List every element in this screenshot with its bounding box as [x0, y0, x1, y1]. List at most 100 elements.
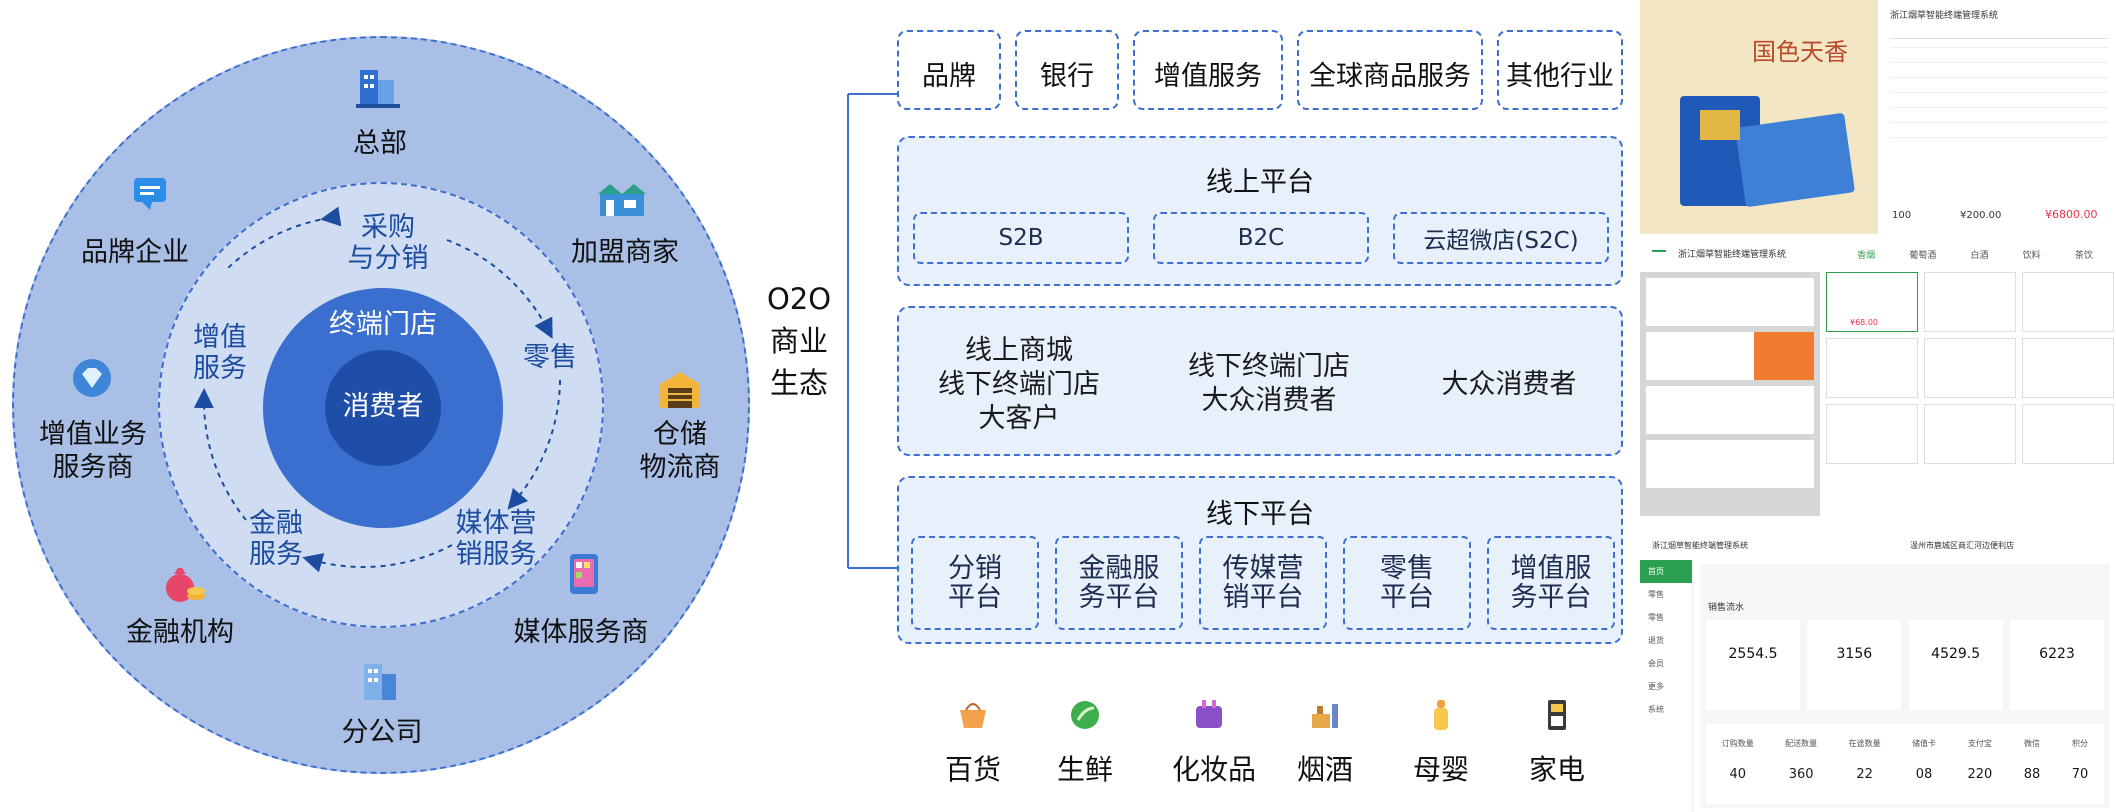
vegetable-icon	[1071, 701, 1099, 729]
brand-calligraphy: 国色天香	[1752, 38, 1848, 66]
shops-icon	[598, 184, 646, 216]
screen-top-title: 浙江烟草智能终端管理系统	[1890, 11, 1999, 21]
node-brand-enterprise: 品牌企业	[81, 237, 189, 268]
tab-baijiu[interactable]: 白酒	[1970, 251, 1989, 261]
product-banner: 国色天香	[1640, 0, 1878, 234]
building-icon	[356, 70, 400, 108]
offline-value: 增值服务平台	[1487, 536, 1615, 630]
total-price: ¥6800.00	[2045, 208, 2098, 221]
top-box-bank: 银行	[1015, 30, 1119, 110]
cycle-value: 增值服务	[193, 322, 247, 384]
product-grid	[1826, 272, 2116, 516]
total-amount: ¥200.00	[1960, 210, 2002, 221]
category-appliance: 家电	[1528, 753, 1585, 786]
category-tabs: 香烟 葡萄酒 白酒 饮料 茶饮	[1840, 248, 2110, 261]
tab-drinks[interactable]: 饮料	[2022, 251, 2041, 261]
top-box-value-service: 增值服务	[1133, 30, 1283, 110]
stat-3: 4529.5	[1931, 646, 1981, 662]
online-s2c: 云超微店(S2C)	[1393, 212, 1609, 264]
warehouse-icon	[660, 372, 700, 408]
top-box-global-goods: 全球商品服务	[1297, 30, 1483, 110]
online-title: 线上平台	[1206, 167, 1314, 198]
channel-col1: 线上商城线下终端门店大客户	[938, 335, 1100, 434]
diamond-badge-icon	[73, 359, 111, 397]
consumer-core	[325, 350, 441, 466]
stat-2: 3156	[1836, 646, 1873, 662]
top-box-brand: 品牌	[897, 30, 1001, 110]
category-cosmetics: 化妆品	[1171, 753, 1256, 786]
node-finance-inst: 金融机构	[126, 617, 234, 648]
channel-col3: 大众消费者	[1441, 369, 1577, 400]
node-media-provider: 媒体服务商	[513, 617, 649, 648]
screen-product-detail: 国色天香 浙江烟草智能终端管理系统 100 ¥200.00 ¥6800.00	[1640, 0, 2116, 234]
screen-bottom-title: 浙江烟草智能终端管理系统	[1652, 541, 1748, 550]
offline-title: 线下平台	[1206, 499, 1314, 530]
offline-media: 传媒营销平台	[1199, 536, 1327, 630]
screen-dashboard: 浙江烟草智能终端管理系统 温州市鹿城区商汇河边便利店 首页 零售 零售 退货 会…	[1640, 530, 2116, 812]
online-s2b: S2B	[913, 212, 1129, 264]
category-fresh: 生鲜	[1056, 753, 1113, 786]
category-baby: 母婴	[1412, 753, 1469, 786]
stat-1: 2554.5	[1728, 646, 1778, 662]
total-qty: 100	[1892, 210, 1912, 221]
arrow-to-procure	[225, 206, 342, 271]
offline-distribution: 分销平台	[911, 536, 1039, 630]
tablet-icon	[570, 554, 598, 594]
arrow-to-retail	[446, 239, 553, 339]
bracket-connector	[847, 93, 898, 569]
side-nav: 首页 零售 零售 退货 会员 更多 系统	[1640, 560, 1693, 812]
section-title: 销售流水	[1708, 603, 1745, 613]
online-platform-panel: 线上平台 S2B B2C 云超微店(S2C)	[897, 136, 1623, 286]
appliance-icon	[1548, 700, 1566, 730]
cycle-retail: 零售	[523, 342, 577, 373]
arrow-to-finance	[302, 544, 453, 573]
cart-list	[1640, 272, 1820, 516]
cosmetics-icon	[1196, 700, 1222, 728]
stat-4: 6223	[2039, 646, 2075, 662]
tab-cigarette[interactable]: 香烟	[1857, 251, 1876, 261]
category-liquor: 烟酒	[1296, 753, 1353, 786]
online-b2c: B2C	[1153, 212, 1369, 264]
liquor-icon	[1312, 704, 1338, 728]
tab-wine[interactable]: 葡萄酒	[1909, 251, 1937, 261]
category-general: 百货	[944, 753, 1001, 786]
consumer-label: 消费者	[342, 391, 424, 422]
cycle-arrows	[193, 206, 561, 573]
node-branch: 分公司	[341, 717, 423, 748]
node-value-provider: 增值业务服务商	[39, 419, 147, 483]
top-box-other: 其他行业	[1497, 30, 1623, 110]
nav-home[interactable]: 首页	[1640, 560, 1692, 583]
cycle-procure: 采购与分销	[347, 212, 429, 274]
office-icon	[364, 664, 396, 700]
nav-retail[interactable]: 零售	[1648, 590, 1664, 599]
node-storage: 仓储物流商	[639, 419, 721, 483]
offline-retail: 零售平台	[1343, 536, 1471, 630]
channel-col2: 线下终端门店大众消费者	[1188, 351, 1350, 416]
baby-bottle-icon	[1434, 700, 1448, 730]
cycle-media: 媒体营销服务	[455, 508, 537, 570]
basket-icon	[960, 703, 986, 728]
store-label: 终端门店	[329, 309, 437, 340]
nav-more[interactable]: 更多	[1648, 682, 1664, 691]
offline-finance: 金融服务平台	[1055, 536, 1183, 630]
screen-product-grid: 浙江烟草智能终端管理系统 香烟 葡萄酒 白酒 饮料 茶饮 ¥68.00	[1640, 240, 2116, 518]
nav-return[interactable]: 退货	[1648, 636, 1664, 645]
money-bag-icon	[166, 568, 205, 602]
node-hq: 总部	[353, 128, 407, 159]
arrow-to-media	[507, 379, 561, 510]
node-franchise: 加盟商家	[571, 237, 679, 268]
order-lines	[1890, 30, 2108, 152]
store-name: 温州市鹿城区商汇河边便利店	[1910, 541, 2014, 550]
tab-tea[interactable]: 茶饮	[2074, 251, 2093, 261]
nav-system[interactable]: 系统	[1648, 705, 1664, 714]
nav-retail-2[interactable]: 零售	[1648, 613, 1664, 622]
channel-panel: 线上商城线下终端门店大客户 线下终端门店大众消费者 大众消费者	[897, 306, 1623, 456]
arrow-to-value	[193, 388, 247, 521]
cycle-finance: 金融服务	[249, 508, 303, 570]
offline-platform-panel: 线下平台 分销平台 金融服务平台 传媒营销平台 零售平台 增值服务平台	[897, 476, 1623, 644]
screen-mid-title: 浙江烟草智能终端管理系统	[1678, 250, 1787, 260]
nav-member[interactable]: 会员	[1648, 659, 1664, 668]
